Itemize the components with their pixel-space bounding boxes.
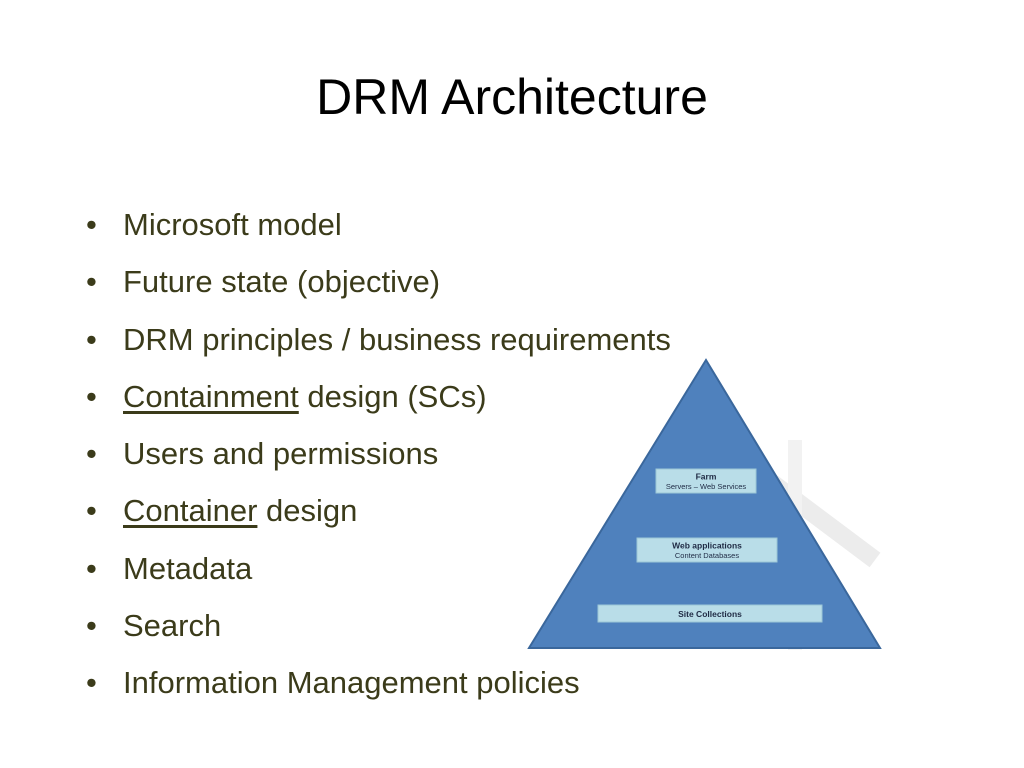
level-subtitle: Content Databases [675, 551, 739, 560]
bullet-marker: • [86, 493, 97, 529]
bullet-item: • Metadata [86, 540, 671, 597]
bullet-item: • Container design [86, 482, 671, 539]
bullet-marker: • [86, 608, 97, 644]
bullet-item: • DRM principles / business requirements [86, 311, 671, 368]
bullet-item: • Microsoft model [86, 196, 671, 253]
pyramid-level-farm: Farm Servers – Web Services [655, 468, 757, 494]
bullet-text: design [257, 493, 358, 529]
bullet-marker: • [86, 550, 97, 586]
bullet-item: • Containment design (SCs) [86, 368, 671, 425]
level-title: Farm [696, 472, 717, 482]
bullet-text-underlined: Containment [123, 378, 299, 414]
bullet-marker: • [86, 207, 97, 242]
bullet-item: • Search [86, 597, 671, 654]
level-title: Site Collections [678, 609, 742, 619]
bullet-item: • Information Management policies [86, 654, 671, 711]
bullet-marker: • [86, 436, 97, 472]
bullet-text: Search [123, 608, 222, 644]
bullet-marker: • [86, 665, 97, 701]
pyramid-svg: Farm Servers – Web Services Web applicat… [527, 358, 882, 650]
bullet-text: Users and permissions [123, 436, 439, 472]
bullet-marker: • [86, 321, 97, 357]
bullet-marker: • [86, 264, 97, 300]
slide-title: DRM Architecture [316, 69, 708, 125]
bullet-text: DRM principles / business requirements [123, 321, 671, 357]
bullet-text: Future state (objective) [123, 264, 441, 300]
bullet-list: • Microsoft model • Future state (objectiv… [86, 196, 671, 712]
bullet-text: design (SCs) [298, 378, 487, 414]
bullet-marker: • [86, 378, 97, 414]
level-title: Web applications [672, 541, 742, 551]
bullet-text: Information Management policies [123, 665, 580, 701]
pyramid-level-web-applications: Web applications Content Databases [636, 537, 778, 563]
bullet-text: Microsoft model [123, 207, 342, 242]
bullet-text: Metadata [123, 550, 253, 586]
level-subtitle: Servers – Web Services [666, 482, 747, 491]
bullet-text-underlined: Container [123, 493, 258, 529]
pyramid-level-site-collections: Site Collections [597, 604, 823, 623]
pyramid-shape [527, 358, 882, 649]
bullet-item: • Users and permissions [86, 425, 671, 482]
architecture-pyramid: Farm Servers – Web Services Web applicat… [520, 350, 900, 660]
bullet-item: • Future state (objective) [86, 253, 671, 310]
